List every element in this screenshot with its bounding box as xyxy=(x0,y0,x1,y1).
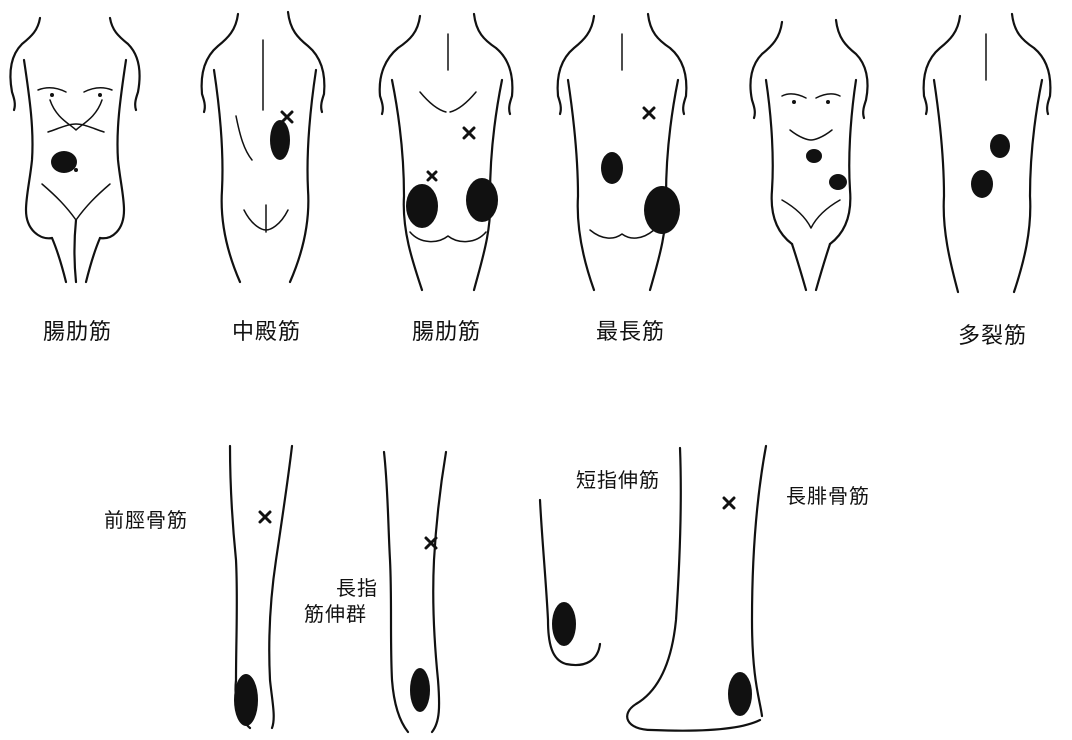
trigger-point-x xyxy=(282,112,292,122)
torso-back-figure-2 xyxy=(202,12,325,282)
leg-figure-1 xyxy=(230,446,292,728)
label-longissimus: 最長筋 xyxy=(596,322,665,344)
pain-area xyxy=(971,170,993,198)
pain-area xyxy=(406,184,438,228)
pain-area xyxy=(806,149,822,163)
trigger-point-x xyxy=(464,128,474,138)
torso-front-figure-5 xyxy=(750,20,867,290)
pain-area xyxy=(601,152,623,184)
label-ext-digitorum-line1: 長指 xyxy=(336,578,378,598)
trigger-point-x xyxy=(428,172,436,180)
trigger-point-x xyxy=(260,512,270,522)
label-multifidus: 多裂筋 xyxy=(958,326,1027,348)
label-ext-digitorum-line2: 筋伸群 xyxy=(304,604,367,624)
label-iliocostalis-2: 腸肋筋 xyxy=(412,322,481,344)
trigger-point-x xyxy=(644,108,654,118)
torso-back-figure-6 xyxy=(924,14,1051,292)
pain-area xyxy=(410,668,430,712)
torso-back-figure-3 xyxy=(380,14,513,290)
pain-area xyxy=(466,178,498,222)
label-tibialis-anterior: 前脛骨筋 xyxy=(104,510,188,530)
leg-figure-3 xyxy=(540,500,600,665)
label-gluteus-medius: 中殿筋 xyxy=(232,322,301,344)
pain-area xyxy=(990,134,1010,158)
pain-area xyxy=(270,120,290,160)
label-iliocostalis-1: 腸肋筋 xyxy=(43,322,112,344)
pain-area xyxy=(552,602,576,646)
pain-area xyxy=(644,186,680,234)
pain-area xyxy=(829,174,847,190)
pain-area xyxy=(728,672,752,716)
trigger-point-x xyxy=(724,498,734,508)
label-peroneus-longus: 長腓骨筋 xyxy=(786,486,870,506)
label-ext-digitorum-brevis: 短指伸筋 xyxy=(576,470,660,490)
torso-back-figure-4 xyxy=(558,14,687,290)
leg-figure-2 xyxy=(384,452,446,732)
pain-area xyxy=(51,151,77,173)
torso-front-figure-1 xyxy=(10,18,139,282)
pain-area xyxy=(234,674,258,726)
